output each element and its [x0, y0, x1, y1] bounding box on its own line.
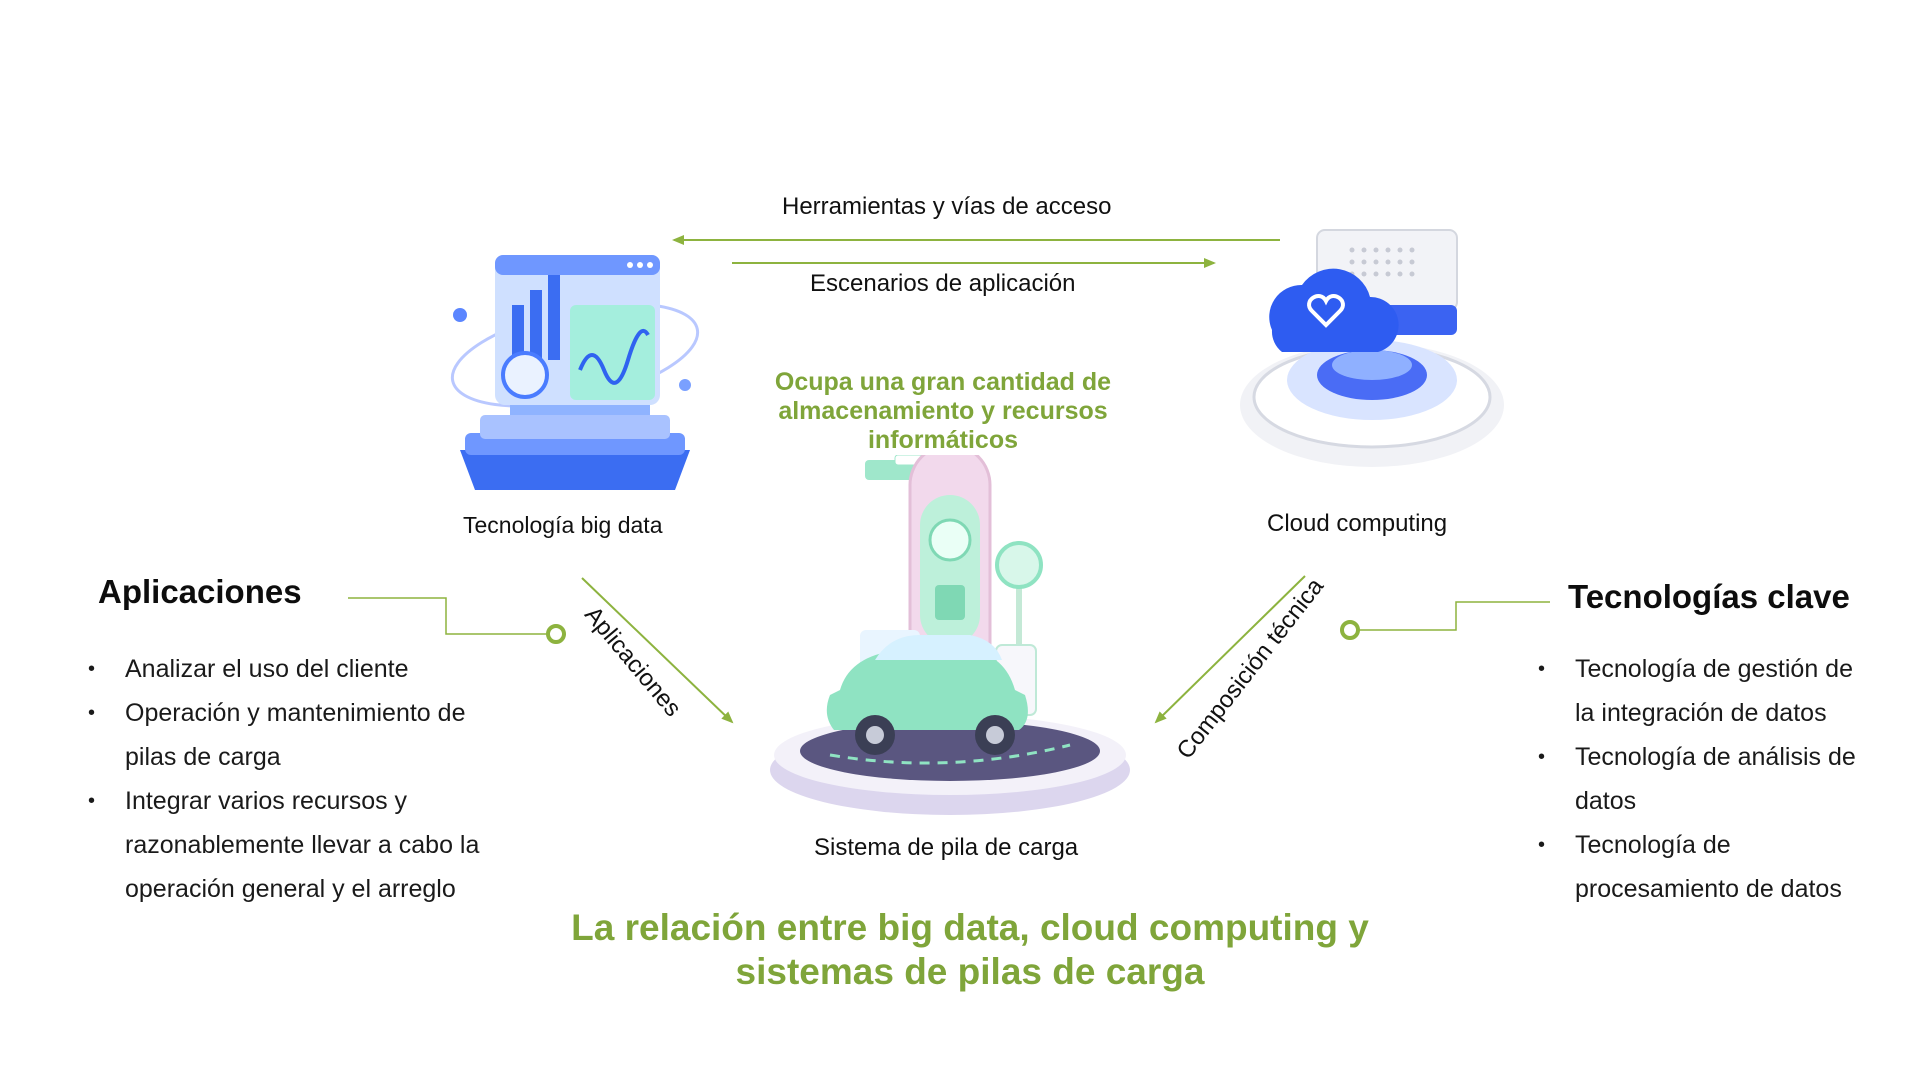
- applications-list: Analizar el uso del cliente Operación y …: [88, 647, 488, 911]
- connector-node-left: [546, 624, 566, 644]
- cloud-computing-illustration: [1240, 229, 1504, 467]
- arrow-bigdata-to-charging: [581, 577, 734, 724]
- label-charging-system: Sistema de pila de carga: [814, 834, 1079, 861]
- label-cloud-computing: Cloud computing: [1267, 510, 1448, 537]
- label-big-data: Tecnología big data: [463, 512, 663, 538]
- big-data-illustration: [450, 255, 700, 490]
- arrow-cloud-to-charging: [1154, 575, 1306, 724]
- key-tech-title: Tecnologías clave: [1568, 578, 1850, 615]
- list-item: Operación y mantenimiento de pilas de ca…: [88, 691, 488, 779]
- connector-node-right: [1340, 620, 1360, 640]
- diagram-caption: La relación entre big data, cloud comput…: [571, 907, 1369, 992]
- storage-note: Ocupa una gran cantidad de almacenamient…: [774, 368, 1112, 454]
- charging-station-illustration: [770, 455, 1130, 815]
- list-item: Tecnología de procesamiento de datos: [1538, 823, 1878, 911]
- label-tools-access: Herramientas y vías de acceso: [782, 193, 1112, 220]
- list-item: Tecnología de análisis de datos: [1538, 735, 1878, 823]
- key-tech-list: Tecnología de gestión de la integración …: [1538, 647, 1878, 911]
- list-item: Tecnología de gestión de la integración …: [1538, 647, 1878, 735]
- list-item: Analizar el uso del cliente: [88, 647, 488, 691]
- connector-key-tech: [1358, 601, 1550, 631]
- label-application-scenarios: Escenarios de aplicación: [810, 270, 1076, 297]
- connector-applications: [348, 597, 548, 635]
- list-item: Integrar varios recursos y razonablement…: [88, 779, 488, 911]
- applications-title: Aplicaciones: [98, 573, 302, 610]
